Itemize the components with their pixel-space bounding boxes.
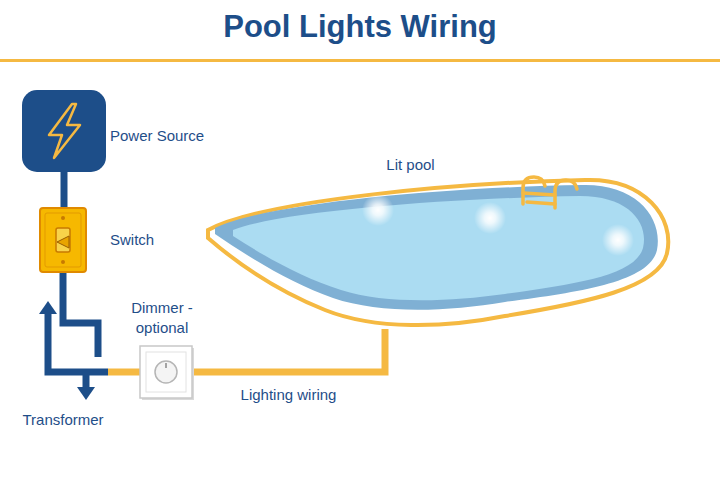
transformer-node: Transformer [38,295,108,400]
switch-plate-node: Switch [40,208,86,272]
dimmer-icon [140,346,194,400]
dimmer-node: Dimmer - optional [140,346,192,398]
node-label: Transformer [22,410,103,430]
node-label: Lit pool [386,155,434,175]
pool-node: Lit pool [205,178,670,326]
transformer-icon [39,295,108,400]
power-source-node: Power Source [22,90,106,172]
wire-connector [108,369,140,376]
diagram-title: Pool Lights Wiring [0,9,720,45]
power-source-icon [22,90,106,172]
wire-connector [61,172,68,208]
node-label: Switch [110,230,154,250]
switch-icon [40,208,86,272]
pool-illustration [208,177,668,325]
title-rule [0,59,720,62]
wire-connector [60,272,67,295]
wire-connector [192,329,385,372]
node-label: Dimmer - optional [125,298,199,337]
node-label: Power Source [110,126,204,146]
wire-label: Lighting wiring [239,386,339,403]
